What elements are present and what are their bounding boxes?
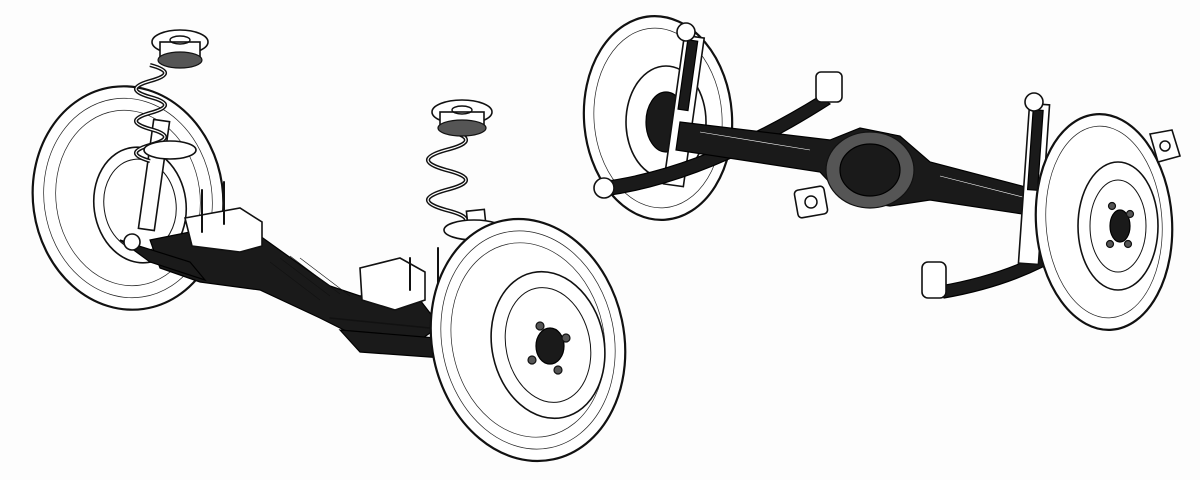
rear-axle-assembly (582, 15, 1182, 331)
pinion-flange (793, 185, 829, 219)
rear-axle-beam (675, 121, 1063, 221)
rear-left-shock (662, 22, 706, 188)
right-engine-mount (359, 257, 426, 311)
rear-spring-hanger-left (815, 71, 843, 103)
front-suspension-assembly (31, 29, 627, 463)
rear-spring-shackles (1148, 129, 1182, 163)
front-left-brake-drum (92, 146, 188, 264)
rear-right-hub (1109, 209, 1131, 243)
front-right-hub-nut (535, 327, 565, 365)
front-left-wheel (31, 85, 225, 311)
front-right-wheel (429, 217, 627, 463)
left-engine-mount (184, 207, 263, 253)
rear-spring-hanger-right (921, 261, 947, 299)
rear-right-wheel (1034, 113, 1174, 331)
front-left-strut (133, 29, 209, 232)
rear-leaf-springs (593, 71, 1079, 299)
